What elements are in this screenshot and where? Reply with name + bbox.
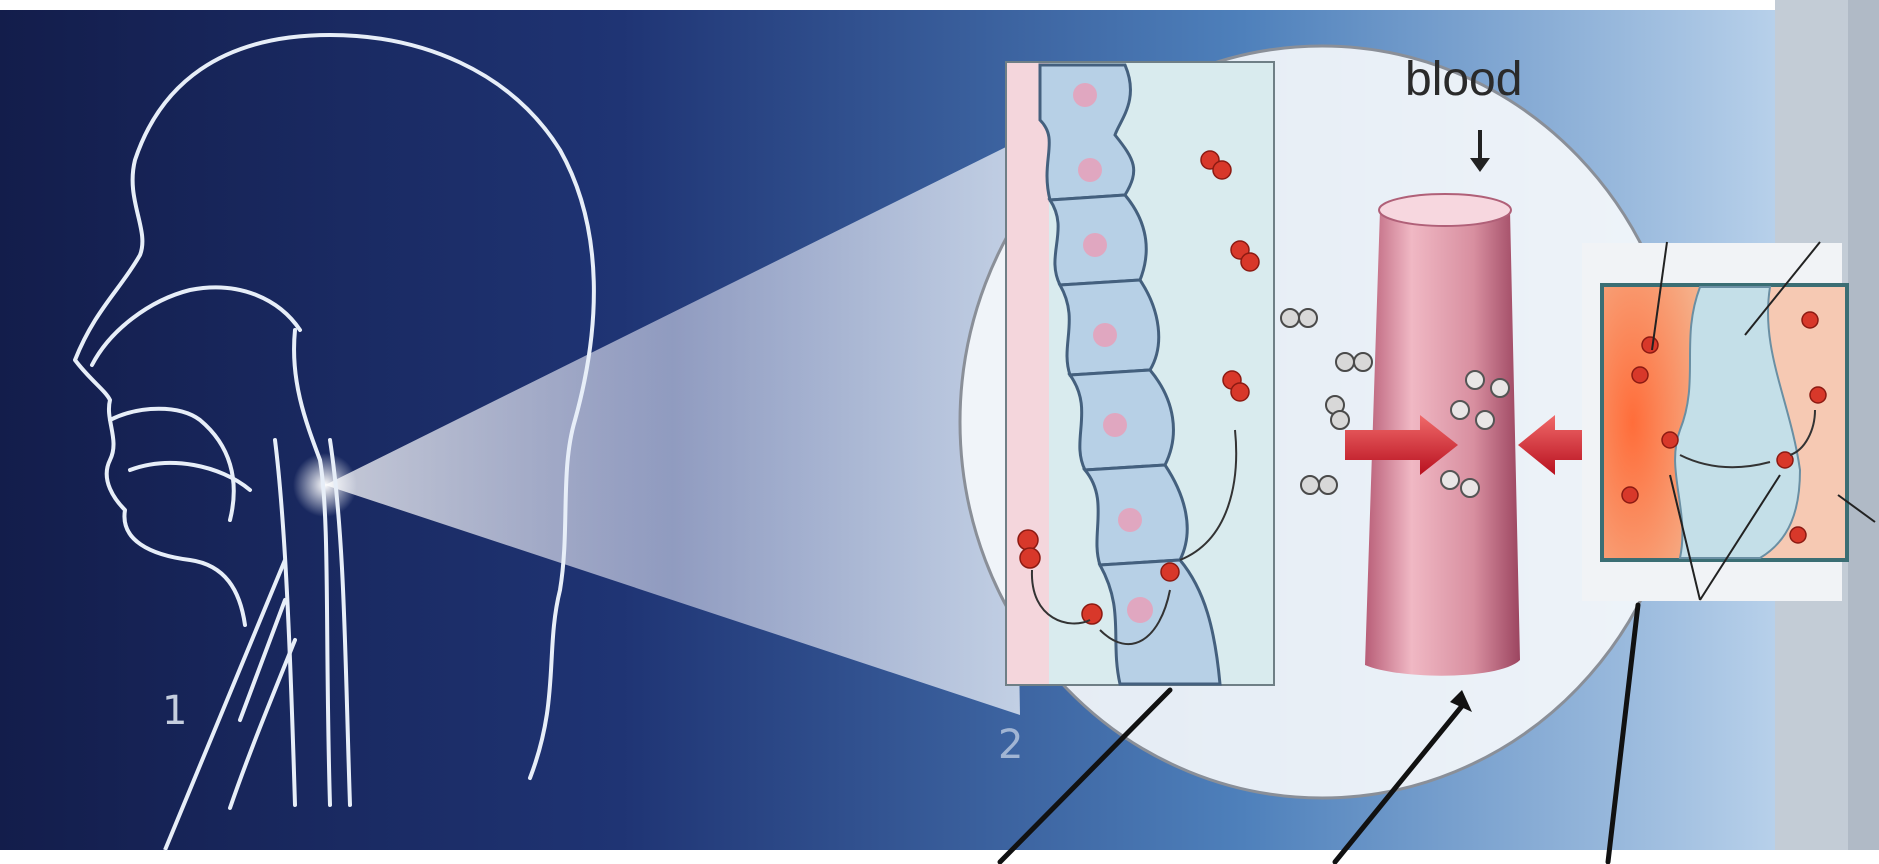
epithelium-inset (1006, 62, 1274, 685)
blood-label: blood (1405, 53, 1522, 106)
bottom-white-border (0, 850, 1879, 864)
label-number-1: 1 (162, 688, 187, 734)
alveolar-inset (1582, 243, 1847, 601)
top-white-border (0, 0, 1775, 10)
label-number-2: 2 (998, 722, 1023, 768)
right-frame-edge (1848, 0, 1879, 864)
